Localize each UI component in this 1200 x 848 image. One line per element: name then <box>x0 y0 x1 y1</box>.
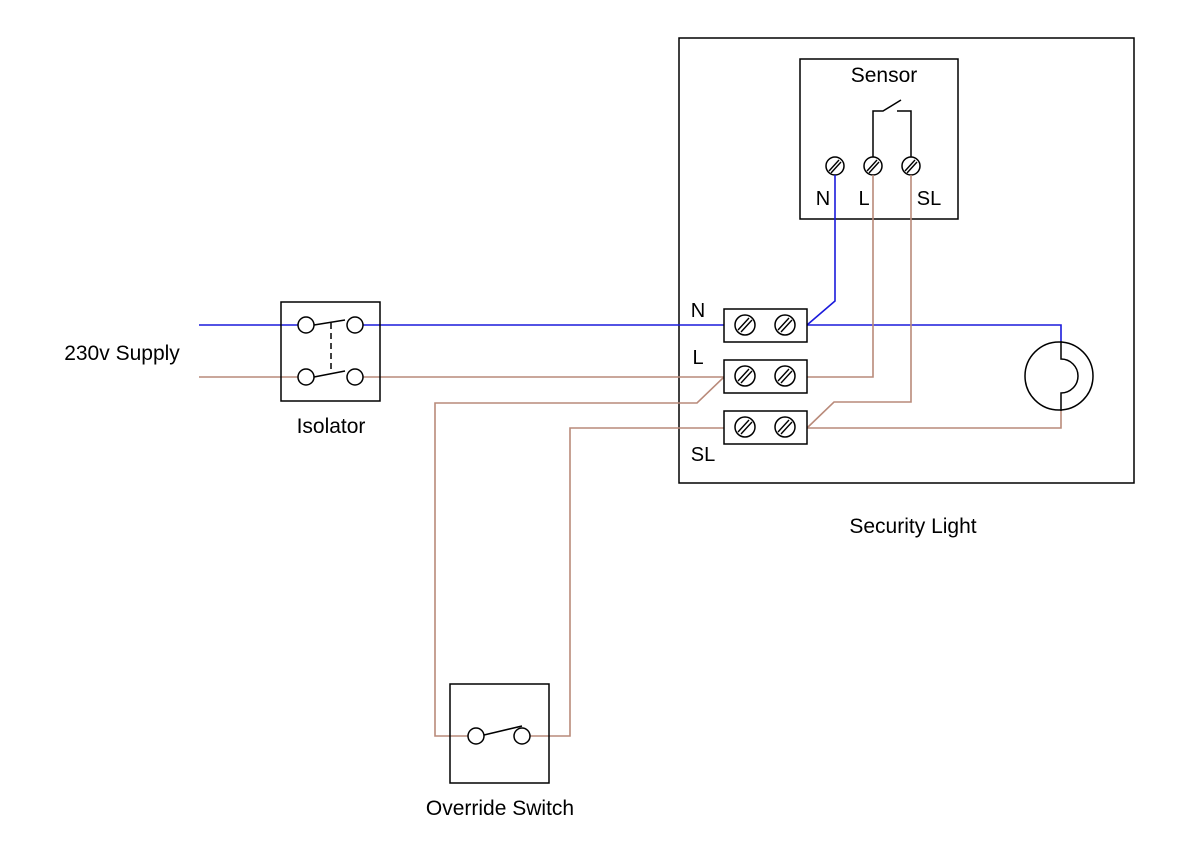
override-to-switched-live <box>530 427 724 737</box>
live-to-override <box>434 376 725 737</box>
terminal-label-n: N <box>691 300 705 322</box>
sensor-relay-switch <box>872 99 912 159</box>
security-light-label: Security Light <box>849 515 976 538</box>
security-light-enclosure <box>678 37 1135 484</box>
sensor-neutral <box>806 175 836 326</box>
block-to-lamp-neutral <box>807 324 1062 341</box>
terminal-block-l <box>723 359 808 394</box>
sensor-label-sl: SL <box>917 188 941 210</box>
terminal-block-n <box>723 308 808 343</box>
override-switch-label: Override Switch <box>426 797 574 820</box>
sensor-label-l: L <box>858 188 869 210</box>
terminal-label-sl: SL <box>691 444 715 466</box>
switched-live-to-lamp <box>807 411 1062 429</box>
sensor-switched-live <box>806 175 912 429</box>
sensor-live <box>807 175 874 378</box>
isolator-switch-icon <box>297 316 364 386</box>
override-switch-icon <box>467 725 531 745</box>
sensor-terminal-l <box>863 156 883 176</box>
sensor-terminal-sl <box>901 156 921 176</box>
sensor-box <box>799 58 959 220</box>
neutral-wires <box>199 175 1062 341</box>
isolator-box <box>280 301 381 402</box>
lamp-icon <box>1024 341 1094 411</box>
sensor-label-n: N <box>816 188 830 210</box>
live-wires <box>199 175 1062 737</box>
supply-label: 230v Supply <box>64 342 180 365</box>
terminal-block-sl <box>723 410 808 445</box>
sensor-terminal-n <box>825 156 845 176</box>
override-switch-box <box>449 683 550 784</box>
sensor-label: Sensor <box>851 64 918 87</box>
terminal-label-l: L <box>692 347 703 369</box>
isolator-label: Isolator <box>297 415 366 438</box>
